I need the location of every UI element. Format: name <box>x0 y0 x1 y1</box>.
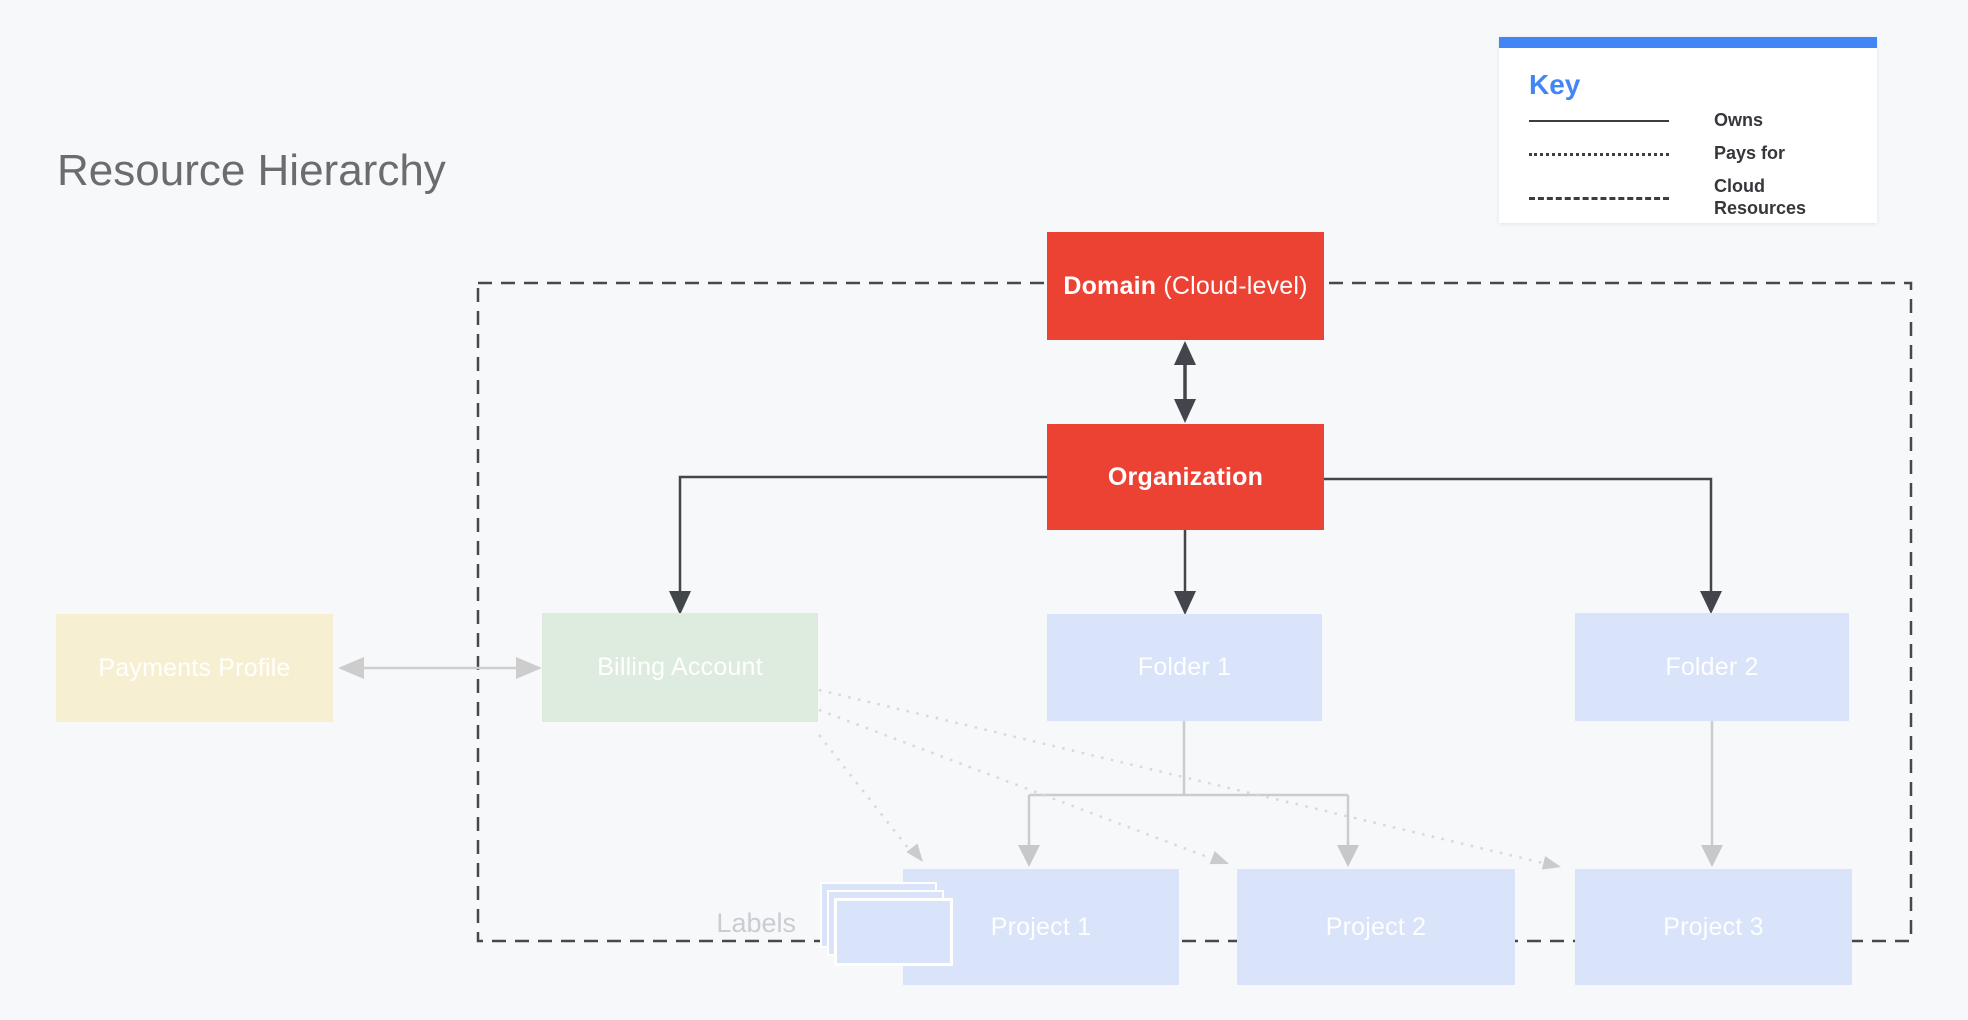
key-panel: Key Owns Pays for Cloud Resources <box>1499 37 1877 223</box>
folder2-project3-arrow <box>1701 721 1723 867</box>
organization-folder1-arrow <box>1174 530 1196 615</box>
folder1-projects-arrows <box>1018 721 1359 867</box>
payments-profile-node: Payments Profile <box>56 614 333 722</box>
project-3-node: Project 3 <box>1575 869 1852 985</box>
billing-project1-dotted-arrow <box>818 734 909 849</box>
labels-stack-icon <box>820 882 970 982</box>
legend-item-owns: Owns <box>1529 109 1859 131</box>
billing-project3-dotted-arrow <box>818 688 1544 865</box>
project-2-node: Project 2 <box>1237 869 1515 985</box>
cloud-resources-boundary <box>476 281 1913 943</box>
billing-pays-for-arrows <box>818 688 1561 870</box>
domain-node-label: Domain <box>1063 271 1157 300</box>
organization-billing-arrow <box>669 475 1047 615</box>
legend-item-pays-for: Pays for <box>1529 142 1859 164</box>
organization-folder2-arrow <box>1324 477 1722 614</box>
legend-line-dashed <box>1529 196 1669 200</box>
legend-line-dotted <box>1529 152 1669 156</box>
organization-node: Organization <box>1047 424 1324 530</box>
domain-node: Domain (Cloud-level) <box>1047 232 1324 340</box>
page-title: Resource Hierarchy <box>57 146 446 195</box>
domain-organization-arrow <box>1174 341 1196 423</box>
key-title: Key <box>1529 69 1581 100</box>
key-rows: Owns Pays for Cloud Resources <box>1529 109 1859 219</box>
labels-caption: Labels <box>716 908 796 938</box>
payments-billing-arrow <box>338 657 542 679</box>
legend-line-solid <box>1529 120 1669 122</box>
key-accent-bar <box>1499 37 1877 48</box>
folder-1-node: Folder 1 <box>1047 614 1322 721</box>
legend-label-pays-for: Pays for <box>1714 143 1786 163</box>
legend-label-cloud-resources: Cloud Resources <box>1714 176 1807 218</box>
legend-label-owns: Owns <box>1714 110 1764 130</box>
folder-2-node: Folder 2 <box>1575 613 1849 721</box>
billing-account-node: Billing Account <box>542 613 818 722</box>
domain-node-sublabel: (Cloud-level) <box>1156 271 1308 300</box>
billing-project2-dotted-arrow <box>818 708 1211 860</box>
legend-item-cloud-resources: Cloud Resources <box>1529 175 1859 219</box>
label-card-front <box>834 898 953 966</box>
